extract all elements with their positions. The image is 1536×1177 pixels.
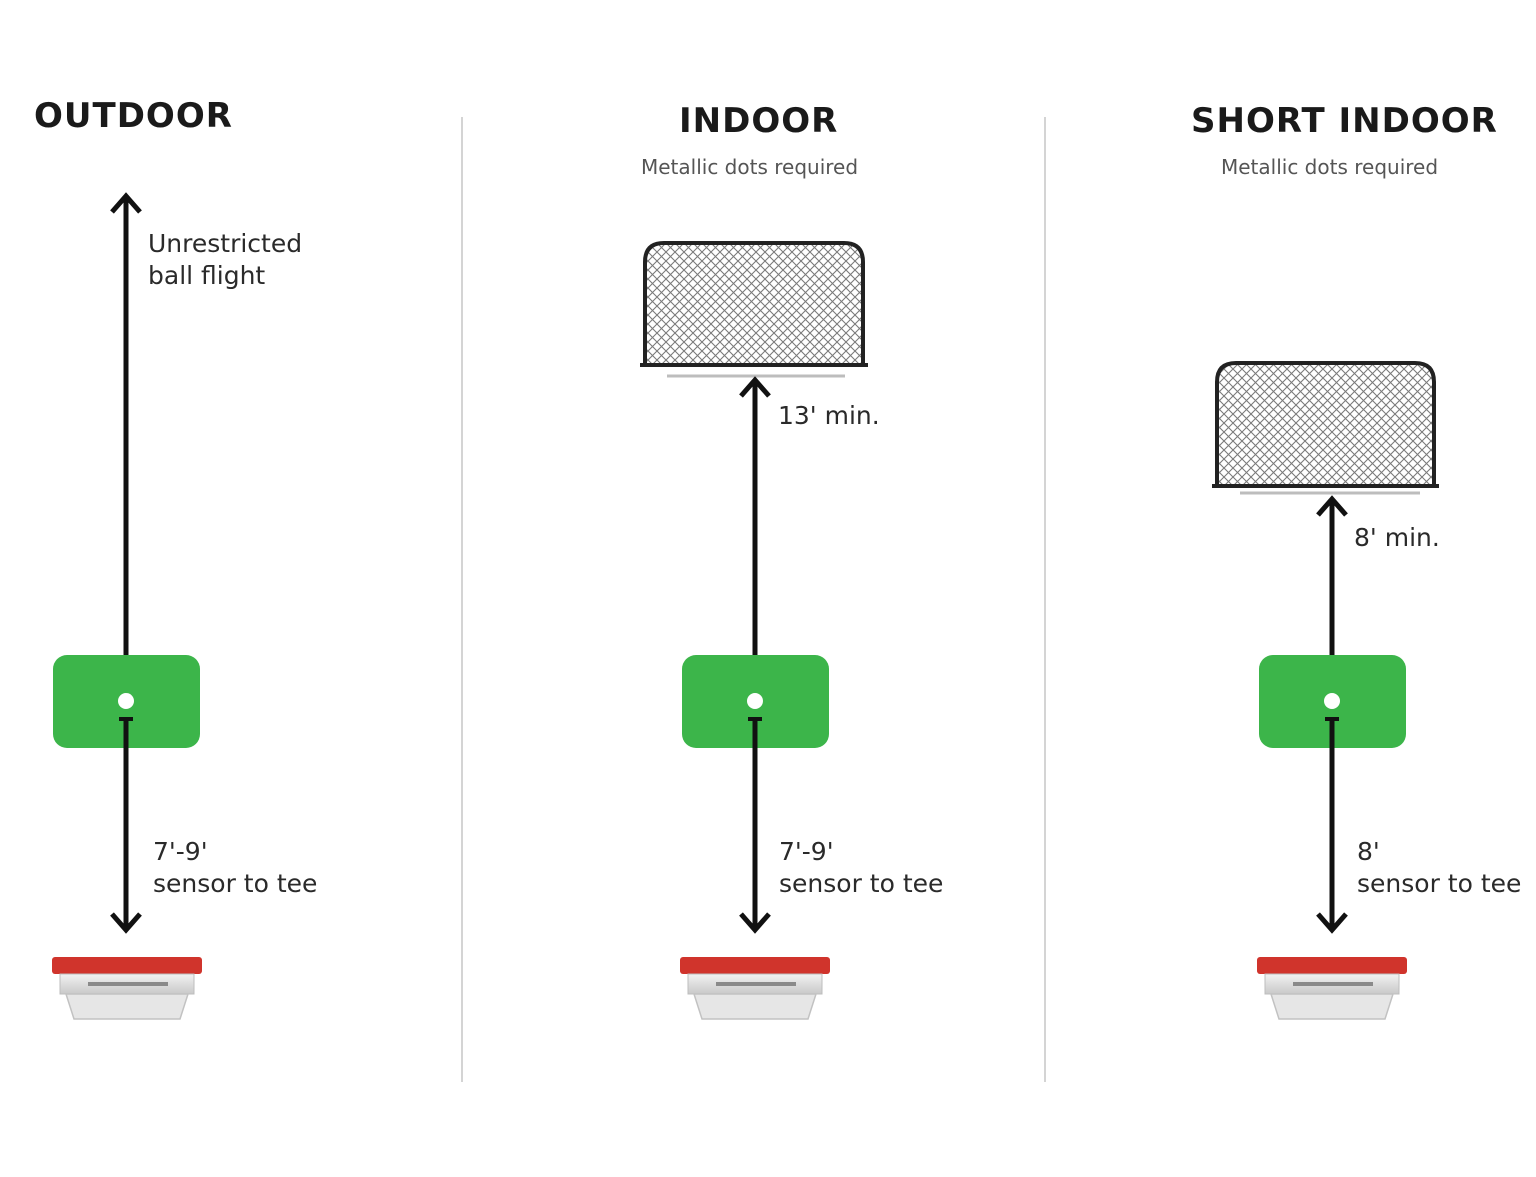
top-distance-label: Unrestricted ball flight: [148, 228, 302, 292]
panel-short-indoor-graphics: [1212, 361, 1439, 1020]
bottom-label-line: sensor to tee: [779, 869, 944, 898]
top-label-line: 13' min.: [778, 401, 880, 430]
double-arrow-icon: [110, 192, 142, 686]
launch-monitor-icon: [680, 957, 830, 1020]
panel-divider: [461, 117, 463, 1082]
top-label-line: 8' min.: [1354, 523, 1440, 552]
panel-outdoor-graphics: [52, 192, 202, 1020]
launch-monitor-icon: [1257, 957, 1407, 1020]
bottom-label-line: 7'-9': [153, 837, 208, 866]
bottom-label-line: 7'-9': [779, 837, 834, 866]
double-arrow-icon: [739, 376, 771, 686]
panel-title-indoor: INDOOR: [679, 101, 839, 141]
panel-title-short-indoor: SHORT INDOOR: [1191, 101, 1498, 141]
panel-title-outdoor: OUTDOOR: [34, 96, 233, 136]
bottom-label-line: sensor to tee: [1357, 869, 1522, 898]
double-arrow-icon: [110, 717, 142, 934]
panel-subtitle-indoor: Metallic dots required: [641, 155, 859, 179]
double-arrow-icon: [1316, 717, 1348, 934]
double-arrow-icon: [739, 717, 771, 934]
bottom-label-line: 8': [1357, 837, 1380, 866]
top-label-line: Unrestricted: [148, 229, 303, 258]
top-distance-label: 8' min.: [1354, 522, 1440, 554]
hitting-mat-icon: [682, 655, 829, 748]
top-distance-label: 13' min.: [778, 400, 880, 432]
bottom-label-line: sensor to tee: [153, 869, 318, 898]
panel-divider: [1044, 117, 1046, 1082]
launch-monitor-icon: [52, 957, 202, 1020]
hitting-mat-icon: [1259, 655, 1406, 748]
bottom-distance-label: 7'-9' sensor to tee: [153, 836, 317, 900]
hitting-net-icon: [1212, 361, 1439, 495]
hitting-mat-icon: [53, 655, 200, 748]
panel-indoor-graphics: [640, 241, 868, 1020]
top-label-line: ball flight: [148, 261, 266, 290]
panel-subtitle-short-indoor: Metallic dots required: [1221, 155, 1439, 179]
bottom-distance-label: 8' sensor to tee: [1357, 836, 1521, 900]
bottom-distance-label: 7'-9' sensor to tee: [779, 836, 943, 900]
hitting-net-icon: [640, 241, 868, 378]
